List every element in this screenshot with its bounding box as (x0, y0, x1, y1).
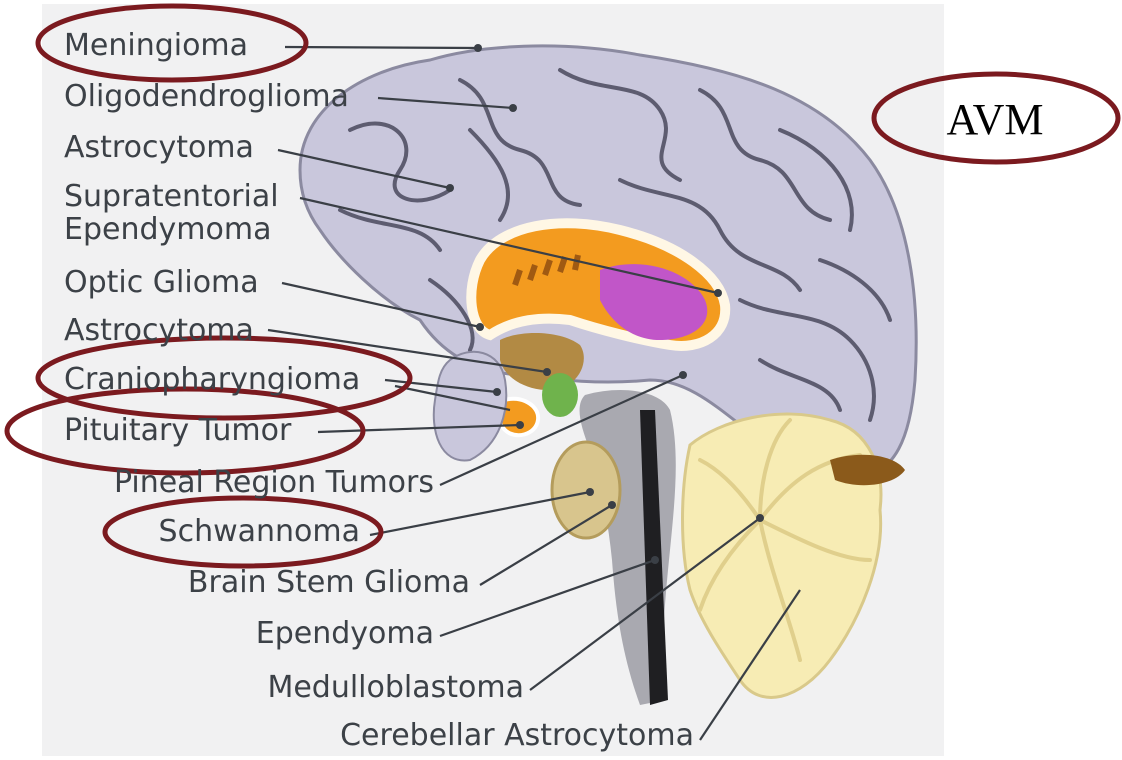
pons (552, 442, 620, 538)
label-schwannoma: Schwannoma (159, 515, 360, 549)
label-ependyoma: Ependyoma (256, 617, 434, 651)
label-supratentorial-ependymoma: Ependymoma (64, 213, 271, 247)
label-oligodendroglioma: Oligodendroglioma (64, 80, 349, 114)
label-craniopharyngioma: Craniopharyngioma (64, 363, 360, 397)
hypothalamus-green (542, 373, 578, 417)
label-optic-glioma: Optic Glioma (64, 266, 259, 300)
label-cerebellar-astrocytoma: Cerebellar Astrocytoma (340, 719, 694, 753)
avm-annotation: AVM (880, 95, 1110, 145)
label-brain-stem-glioma: Brain Stem Glioma (188, 566, 470, 600)
label-astrocytoma-upper: Astrocytoma (64, 131, 254, 165)
tentorium (830, 455, 905, 485)
label-meningioma: Meningioma (64, 29, 248, 63)
label-pituitary-tumor: Pituitary Tumor (64, 414, 291, 448)
label-astrocytoma-lower: Astrocytoma (64, 314, 254, 348)
label-medulloblastoma: Medulloblastoma (267, 671, 524, 705)
label-pineal-region-tumors: Pineal Region Tumors (114, 466, 434, 500)
label-supratentorial: Supratentorial (64, 180, 279, 214)
